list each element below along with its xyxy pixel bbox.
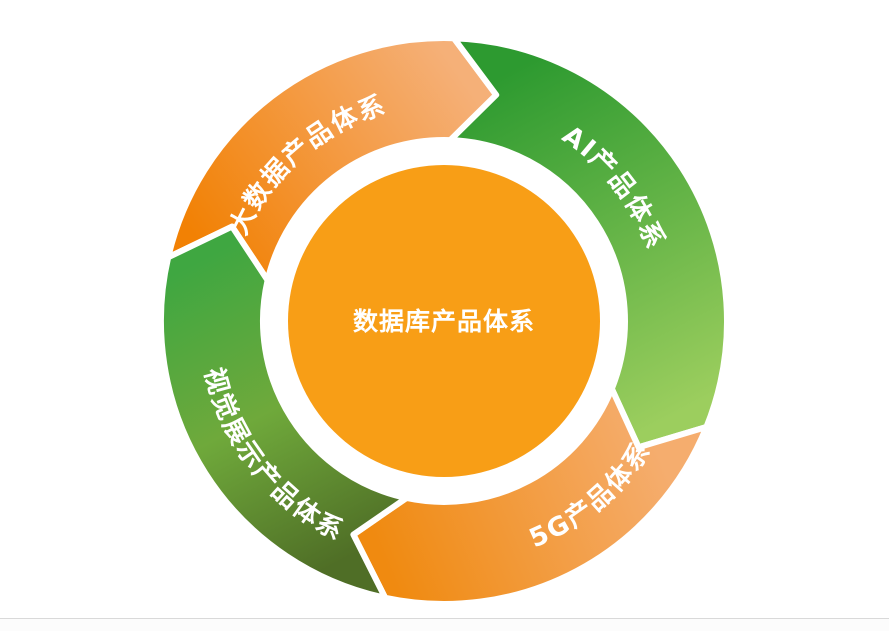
center-circle (288, 165, 600, 477)
segment-visual-display (157, 223, 410, 601)
segment-ai (447, 35, 730, 451)
center-label: 数据库产品体系 (353, 307, 535, 336)
bottom-divider (0, 618, 889, 631)
